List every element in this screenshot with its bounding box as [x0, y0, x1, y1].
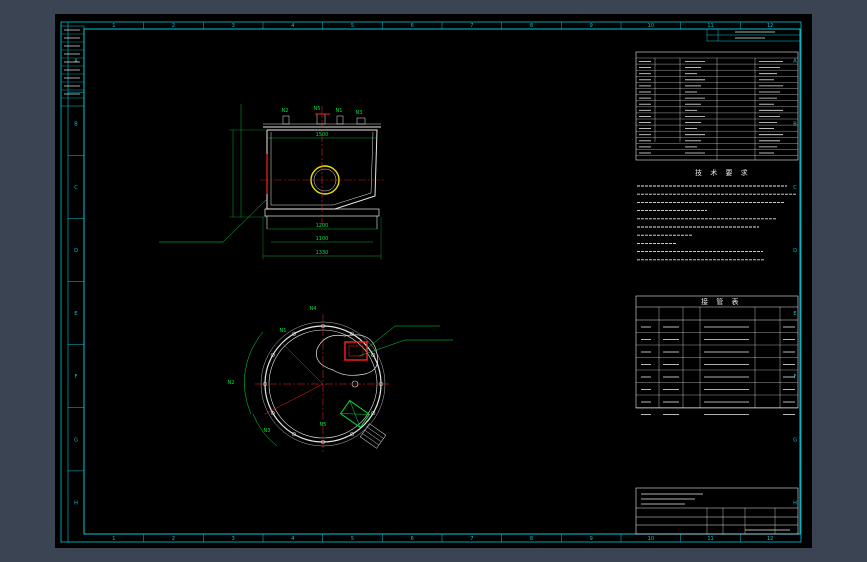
border-zone-number: 9 [590, 536, 593, 542]
plan-nozzle-tag: N1 [280, 328, 287, 334]
front-dimension-text: 1330 [316, 250, 329, 256]
revision-column [60, 25, 85, 107]
design-data-table [635, 51, 799, 161]
drawing-frame [60, 21, 802, 543]
border-zone-letter: B [793, 122, 797, 128]
border-zone-number: 4 [291, 536, 294, 542]
front-dimension-text: 1500 [316, 132, 329, 138]
border-zone-number: 10 [648, 536, 654, 542]
border-zone-letter: A [74, 59, 78, 65]
border-zone-letter: G [793, 437, 797, 443]
front-nozzle-tag: N2 [282, 108, 289, 114]
border-zone-number: 12 [767, 536, 773, 542]
border-zone-number: 8 [530, 23, 533, 29]
border-zone-number: 5 [351, 23, 354, 29]
border-zone-number: 1 [112, 536, 115, 542]
bolt-hole [270, 352, 275, 358]
border-zone-letter: A [793, 59, 797, 65]
border-zone-number: 12 [767, 23, 773, 29]
bolt-hole [349, 331, 355, 336]
bottom-title-block [635, 487, 799, 535]
bolt-hole [291, 432, 297, 437]
border-zone-number: 4 [291, 23, 294, 29]
nozzle-table-title: 接 管 表 [701, 297, 741, 306]
bolt-hole [291, 331, 297, 336]
plan-nozzle-tag: N5 [320, 422, 327, 428]
front-nozzle-tag: N3 [356, 110, 363, 116]
border-zone-number: 6 [411, 23, 414, 29]
border-zone-letter: E [793, 311, 796, 317]
border-zone-letter: B [74, 122, 78, 128]
bolt-hole [270, 410, 275, 416]
border-zone-letter: D [74, 248, 78, 254]
front-dimension-text: 1100 [316, 236, 329, 242]
border-zone-number: 5 [351, 536, 354, 542]
border-zone-letter: F [75, 374, 78, 380]
tech-requirements-title: 技 术 要 求 [695, 168, 751, 177]
border-zone-letter: H [793, 500, 797, 506]
front-elevation-view: N2 N5 N1 N3 1500 1200 1100 1330 [159, 104, 385, 260]
border-zone-number: 10 [648, 23, 654, 29]
bolt-hole [371, 352, 376, 358]
front-nozzle-tag: N5 [314, 106, 321, 112]
border-zone-number: 1 [112, 23, 115, 29]
border-zone-letter: H [74, 500, 78, 506]
nozzle-table: 接 管 表 [635, 295, 799, 415]
technical-requirements: 技 术 要 求 [637, 168, 797, 261]
plan-nozzle-tag: N2 [228, 380, 235, 386]
border-zone-number: 2 [172, 23, 175, 29]
top-title-block [706, 28, 801, 42]
border-zone-number: 6 [411, 536, 414, 542]
border-zone-number: 8 [530, 536, 533, 542]
plan-nozzle-tag: N3 [264, 428, 271, 434]
border-zone-letter: G [74, 437, 78, 443]
border-zone-letter: E [74, 311, 77, 317]
border-zone-letter: F [794, 374, 797, 380]
bolt-hole [349, 432, 355, 437]
front-nozzle-tag: N1 [336, 108, 343, 114]
border-zone-number: 11 [707, 536, 713, 542]
border-zone-number: 7 [470, 536, 473, 542]
border-zone-number: 2 [172, 536, 175, 542]
border-zone-number: 3 [232, 23, 235, 29]
border-zone-number: 11 [707, 23, 713, 29]
border-zone-number: 9 [590, 23, 593, 29]
front-dimension-text: 1200 [316, 223, 329, 229]
border-zone-number: 7 [470, 23, 473, 29]
bolt-hole [371, 410, 376, 416]
border-zone-number: 3 [232, 536, 235, 542]
border-zone-letter: C [793, 185, 797, 191]
border-zone-letter: C [74, 185, 78, 191]
border-zone-letter: D [793, 248, 797, 254]
plan-nozzle-tag: N4 [310, 306, 317, 312]
